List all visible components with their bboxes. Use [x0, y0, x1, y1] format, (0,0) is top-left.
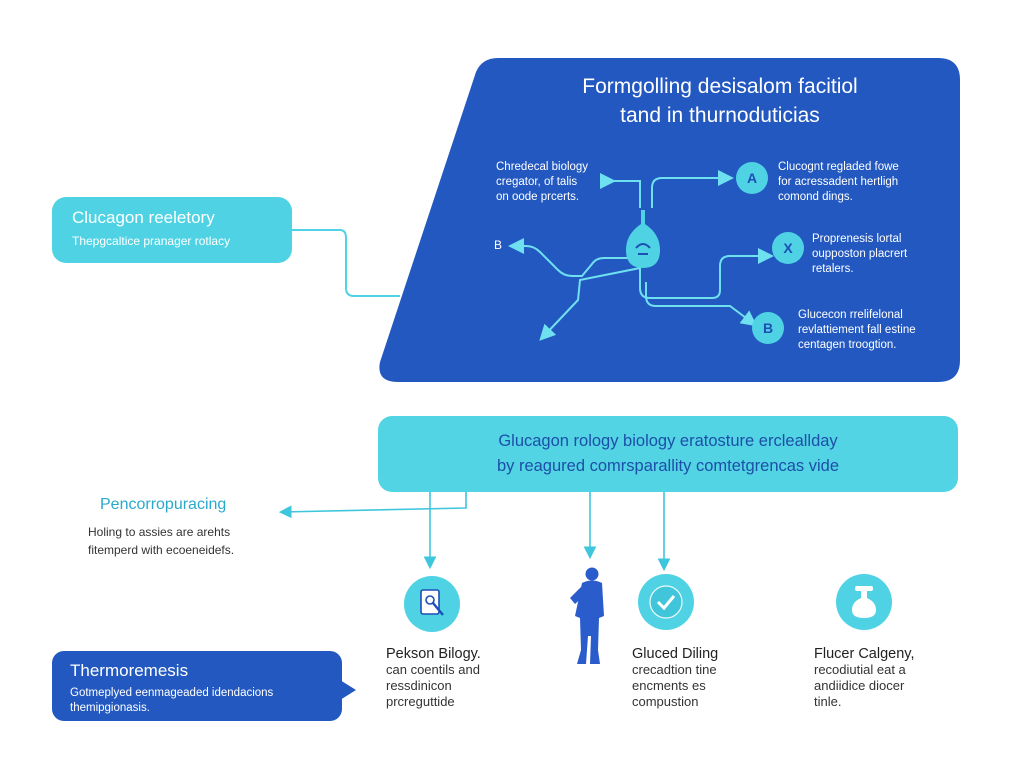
node-a-line2: for acressadent hertligh	[778, 176, 899, 188]
node-b-text: Glucecon rrelifelonal revlattiement fall…	[798, 308, 916, 353]
bottom-box-line1: Gotmeplyed eenmageaded idendacions	[70, 687, 274, 699]
banner-text: Glucagon rology biology eratosture ercle…	[378, 429, 958, 479]
check-icon	[638, 574, 694, 630]
node-b-line2: revlattiement fall estine	[798, 324, 916, 336]
column-1-line1: can coentils and	[386, 662, 480, 677]
bottom-info-box: Thermoremesis Gotmeplyed eenmageaded ide…	[52, 651, 342, 721]
node-x-badge: X	[772, 232, 804, 264]
node-top-left-line3: on oode prcerts.	[496, 191, 580, 203]
node-top-left-line1: Chredecal biology	[496, 161, 589, 173]
column-2-line3: compustion	[632, 694, 699, 709]
column-3-line2: andiidice diocer	[814, 678, 905, 693]
bottom-box-description: Gotmeplyed eenmageaded idendacions themi…	[70, 686, 273, 716]
connector-left-box	[292, 229, 400, 297]
left-box-title: Clucagon reeletory	[72, 208, 215, 227]
node-a-badge: A	[736, 162, 768, 194]
left-info-box: Clucagon reeletory Thepgcaltice pranager…	[52, 197, 292, 263]
flask-icon	[836, 574, 892, 630]
person-figure	[570, 567, 604, 664]
node-a-text: Clucognt regladed fowe for acressadent h…	[778, 160, 899, 205]
node-b-badge: B	[752, 312, 784, 344]
banner-box: Glucagon rology biology eratosture ercle…	[378, 416, 958, 492]
node-x-line3: retalers.	[812, 263, 854, 275]
bottom-box-tail	[340, 680, 356, 700]
node-a-line3: comond dings.	[778, 191, 853, 203]
column-1-text: Pekson Bilogy. can coentils and ressdini…	[386, 646, 481, 710]
mid-left-title: Pencorropuracing	[100, 496, 227, 513]
column-1-line3: prcreguttide	[386, 694, 455, 709]
mid-left-line2: fitemperd with ecoeneidefs.	[88, 543, 235, 557]
mid-left-line1: Holing to assies are arehts	[88, 525, 231, 539]
top-panel-title-line2: tand in thurnoduticias	[620, 104, 820, 127]
node-top-left-line2: cregator, of talis	[496, 176, 578, 188]
column-3-line3: tinle.	[814, 694, 842, 709]
top-panel-title: Formgolling desisalom facitiol tand in t…	[520, 72, 920, 130]
internal-network	[508, 170, 774, 341]
mid-left-description: Holing to assies are arehts fitemperd wi…	[88, 523, 234, 559]
column-2-line1: crecadtion tine	[632, 662, 717, 677]
document-search-icon	[404, 576, 460, 632]
column-2-line2: encments es	[632, 678, 706, 693]
node-x-line1: Proprenesis lortal	[812, 233, 902, 245]
node-b-line3: centagen troogtion.	[798, 339, 897, 351]
node-x-line2: oupposton placrert	[812, 248, 908, 260]
column-3-title: Flucer Calgeny,	[814, 646, 915, 662]
left-marker: B	[494, 238, 503, 252]
node-x-text: Proprenesis lortal oupposton placrert re…	[812, 232, 907, 277]
node-top-left-text: Chredecal biology cregator, of talis on …	[496, 160, 588, 205]
column-2-text: Gluced Diling crecadtion tine encments e…	[632, 646, 718, 710]
top-panel-title-line1: Formgolling desisalom facitiol	[582, 75, 858, 98]
column-1-line2: ressdinicon	[386, 678, 452, 693]
banner-line1: Glucagon rology biology eratosture ercle…	[498, 432, 838, 450]
node-a-line1: Clucognt regladed fowe	[778, 161, 899, 173]
column-3-line1: recodiutial eat a	[814, 662, 906, 677]
node-b-line1: Glucecon rrelifelonal	[798, 309, 903, 321]
bottom-box-title: Thermoremesis	[70, 661, 189, 680]
bottom-box-line2: themipgionasis.	[70, 702, 150, 714]
banner-line2: by reagured comrsparallity comtetgrencas…	[496, 457, 840, 475]
left-box-subtitle: Thepgcaltice pranager rotlacy	[72, 234, 231, 248]
top-panel-background	[379, 58, 960, 382]
bulb-node-icon	[624, 210, 662, 270]
column-3-text: Flucer Calgeny, recodiutial eat a andiid…	[814, 646, 914, 710]
column-2-title: Gluced Diling	[632, 646, 719, 662]
column-1-title: Pekson Bilogy.	[386, 646, 481, 662]
